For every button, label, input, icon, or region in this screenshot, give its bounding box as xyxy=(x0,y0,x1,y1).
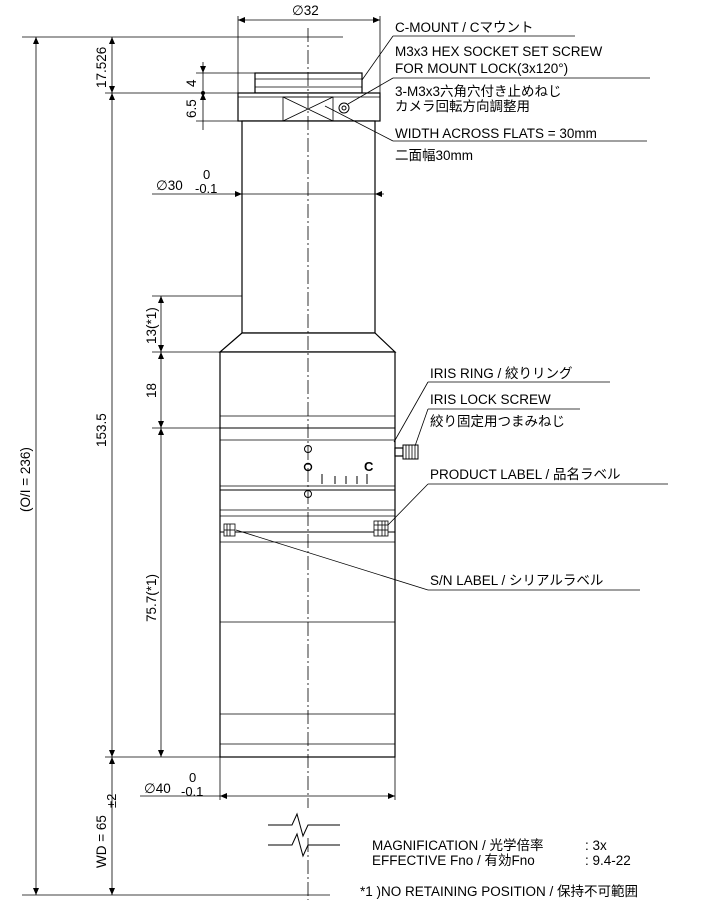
dim-17-526: 17.526 xyxy=(94,47,109,88)
callout-set-screw-jp-2: カメラ回転方向調整用 xyxy=(395,99,530,114)
spec-magnification-value: : 3x xyxy=(585,838,607,853)
footnote: *1 )NO RETAINING POSITION / 保持不可範囲 xyxy=(360,884,638,899)
product-label-icon xyxy=(373,520,389,537)
callout-width-flats-jp: 二面幅30mm xyxy=(395,148,473,163)
callout-iris-ring: IRIS RING / 絞りリング xyxy=(430,366,573,381)
callout-iris-lock: IRIS LOCK SCREW xyxy=(430,392,551,407)
set-screw-icon xyxy=(338,102,350,114)
callout-set-screw-jp-1: 3-M3x3六角穴付き止めねじ xyxy=(395,84,562,99)
lens-body: C xyxy=(218,72,419,758)
dim-front-diameter: ∅40 xyxy=(144,781,171,796)
callout-product-label: PRODUCT LABEL / 品名ラベル xyxy=(430,467,621,482)
dim-top-diameter: ∅32 xyxy=(292,3,319,18)
callout-c-mount: C-MOUNT / Cマウント xyxy=(395,20,534,35)
dimensions: ∅32 17.526 4 6.5 ∅30 0 -0.1 13(*1) xyxy=(18,3,396,896)
mount-flange xyxy=(237,92,381,122)
iris-lock-screw xyxy=(394,447,404,457)
callout-sn-label: S/N LABEL / シリアルラベル xyxy=(430,573,603,588)
iris-lock-knob xyxy=(402,444,419,460)
lower-body xyxy=(219,351,396,758)
specs: MAGNIFICATION / 光学倍率 : 3x EFFECTIVE Fno … xyxy=(360,837,638,899)
dim-13: 13(*1) xyxy=(144,307,159,344)
callout-width-flats: WIDTH ACROSS FLATS = 30mm xyxy=(395,126,597,141)
dim-working-distance: WD = 65 xyxy=(94,815,109,868)
callout-set-screw-2: FOR MOUNT LOCK(3x120°) xyxy=(395,61,568,76)
dim-6-5: 6.5 xyxy=(184,99,199,118)
upper-barrel xyxy=(241,120,376,334)
dim-153-5: 153.5 xyxy=(94,413,109,447)
dim-body-diameter: ∅30 xyxy=(156,178,183,193)
spec-fno-value: : 9.4-22 xyxy=(585,853,631,868)
callouts: C-MOUNT / Cマウント M3x3 HEX SOCKET SET SCRE… xyxy=(235,20,668,591)
dim-18: 18 xyxy=(144,383,159,398)
dim-75-7: 75.7(*1) xyxy=(144,574,159,622)
callout-set-screw-1: M3x3 HEX SOCKET SET SCREW xyxy=(395,44,603,59)
spec-magnification-label: MAGNIFICATION / 光学倍率 xyxy=(372,837,544,853)
dim-body-tol-lower: -0.1 xyxy=(195,181,217,196)
c-mount-thread xyxy=(254,72,363,94)
callout-iris-lock-jp: 絞り固定用つまみねじ xyxy=(430,414,565,429)
dim-body-tol-upper: 0 xyxy=(203,167,210,182)
break-symbol xyxy=(268,812,340,838)
dim-wd-tol: ±2 xyxy=(104,794,119,808)
iris-scale-mark: C xyxy=(364,459,374,474)
barrel-taper xyxy=(218,332,397,353)
dim-front-tol-upper: 0 xyxy=(189,770,196,785)
dim-4: 4 xyxy=(184,79,199,87)
dim-total-length: (O/I = 236) xyxy=(18,447,33,512)
spec-fno-label: EFFECTIVE Fno / 有効Fno xyxy=(372,853,535,868)
dim-front-tol-lower: -0.1 xyxy=(181,784,203,799)
